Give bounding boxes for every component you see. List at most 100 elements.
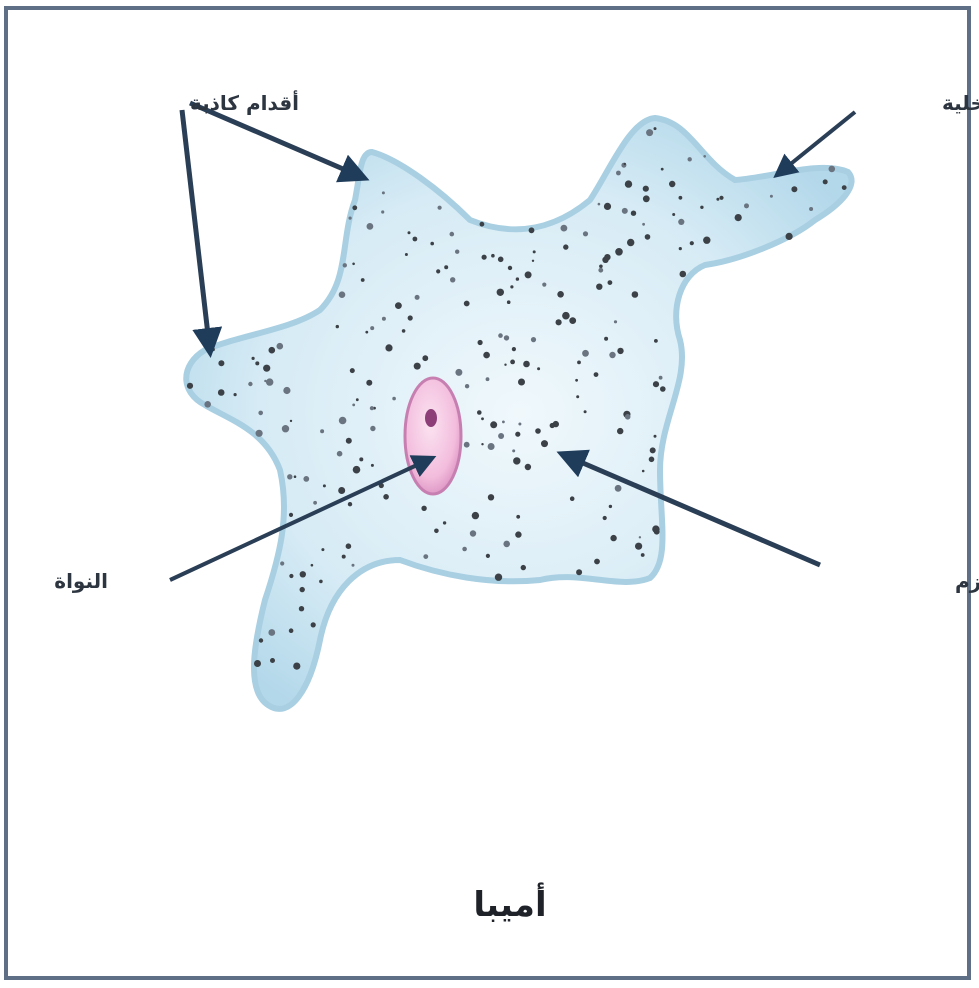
granule bbox=[617, 347, 624, 355]
granule bbox=[510, 359, 515, 365]
granule bbox=[494, 573, 503, 581]
granule bbox=[516, 514, 521, 519]
granule bbox=[652, 381, 660, 388]
granule bbox=[610, 534, 617, 542]
granule bbox=[700, 205, 704, 209]
granule bbox=[444, 265, 449, 270]
granule bbox=[395, 302, 402, 309]
granule bbox=[335, 324, 339, 329]
granule bbox=[442, 521, 447, 525]
granule bbox=[563, 244, 569, 250]
granule bbox=[642, 185, 649, 192]
granule bbox=[785, 232, 793, 240]
granule bbox=[479, 221, 485, 227]
granule bbox=[841, 185, 847, 191]
granule bbox=[528, 227, 535, 234]
granule bbox=[287, 474, 293, 480]
granule bbox=[298, 606, 305, 612]
granule bbox=[828, 165, 836, 173]
granule bbox=[616, 170, 621, 176]
granule bbox=[638, 536, 642, 539]
granule bbox=[352, 465, 361, 474]
granule bbox=[412, 236, 418, 242]
granule bbox=[310, 622, 316, 628]
granule bbox=[370, 425, 376, 432]
granule bbox=[365, 330, 369, 334]
granule bbox=[523, 360, 530, 368]
granule bbox=[366, 379, 373, 386]
granule bbox=[507, 265, 513, 271]
nucleus-shape bbox=[403, 376, 463, 496]
granule bbox=[513, 457, 521, 465]
granule bbox=[359, 457, 364, 462]
granule bbox=[455, 368, 463, 376]
granule bbox=[635, 542, 643, 550]
granule bbox=[642, 222, 645, 226]
granule bbox=[481, 417, 484, 421]
granule bbox=[248, 381, 253, 387]
granule bbox=[593, 372, 599, 377]
granule bbox=[791, 186, 798, 193]
granule bbox=[280, 561, 285, 566]
granule bbox=[541, 440, 548, 448]
granule bbox=[258, 638, 264, 643]
granule bbox=[477, 339, 483, 346]
nucleus-leader-line bbox=[169, 455, 437, 582]
granule bbox=[338, 291, 346, 299]
granule bbox=[658, 375, 663, 380]
granule bbox=[469, 530, 477, 537]
granule bbox=[496, 288, 504, 296]
granule bbox=[464, 384, 470, 389]
cytoplasm-granules bbox=[186, 127, 847, 670]
granule bbox=[515, 431, 521, 437]
granule bbox=[347, 502, 353, 507]
granule bbox=[487, 494, 495, 501]
granule bbox=[569, 317, 577, 324]
granule bbox=[289, 573, 294, 579]
pseudopodia-arrows bbox=[179, 100, 370, 358]
granule bbox=[660, 167, 664, 171]
granule bbox=[288, 628, 294, 633]
granule bbox=[342, 263, 347, 268]
granule bbox=[268, 346, 276, 354]
granule bbox=[703, 155, 706, 158]
granule bbox=[385, 344, 393, 352]
granule bbox=[524, 463, 532, 471]
granule bbox=[678, 218, 685, 225]
granule bbox=[310, 563, 314, 567]
granule bbox=[576, 569, 583, 576]
granule bbox=[352, 403, 356, 407]
granule bbox=[503, 540, 511, 548]
granule bbox=[498, 433, 505, 439]
granule bbox=[644, 234, 651, 240]
granule bbox=[687, 157, 692, 162]
granule bbox=[598, 267, 604, 273]
granule bbox=[313, 500, 317, 505]
protoplasm-arrow bbox=[556, 449, 821, 568]
granule bbox=[577, 360, 581, 365]
granule bbox=[319, 579, 323, 584]
granule bbox=[524, 271, 532, 279]
granule bbox=[649, 447, 656, 454]
granule bbox=[511, 347, 516, 352]
granule bbox=[621, 207, 628, 214]
granule bbox=[392, 396, 396, 401]
granule bbox=[535, 428, 541, 434]
granule bbox=[582, 349, 589, 357]
granule bbox=[642, 195, 650, 203]
granule bbox=[430, 241, 435, 246]
granule bbox=[583, 410, 587, 414]
granule bbox=[679, 270, 687, 278]
granule bbox=[669, 180, 676, 188]
granule bbox=[289, 419, 293, 423]
granule bbox=[266, 378, 274, 386]
granule bbox=[560, 224, 568, 232]
granule bbox=[515, 277, 520, 281]
granule bbox=[672, 213, 676, 216]
granule bbox=[455, 249, 460, 254]
granule bbox=[263, 364, 271, 372]
granule bbox=[497, 256, 504, 263]
granule bbox=[582, 231, 589, 237]
granule bbox=[381, 210, 385, 214]
granule bbox=[542, 282, 547, 287]
